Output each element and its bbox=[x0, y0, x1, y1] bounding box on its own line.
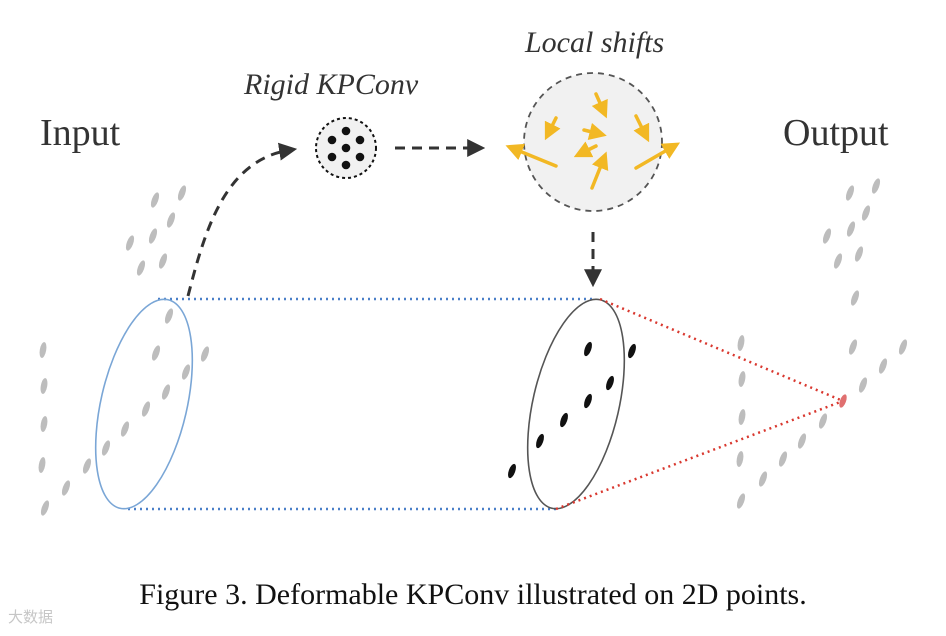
rigid-kpconv-label: Rigid KPConv bbox=[243, 68, 419, 101]
local-shifts-icon bbox=[505, 72, 681, 212]
output-label: Output bbox=[783, 112, 889, 154]
input-to-kernel-arrow bbox=[186, 142, 298, 297]
kernel-neighborhood-ellipse bbox=[526, 298, 626, 510]
cone-top-edge bbox=[599, 297, 844, 403]
rigid-kernel-icon bbox=[315, 117, 377, 179]
figure-caption: Figure 3. Deformable KPConv illustrated … bbox=[139, 578, 807, 611]
deformed-kernel-points bbox=[508, 341, 636, 479]
output-point bbox=[839, 394, 847, 408]
cone-bottom-edge bbox=[555, 399, 844, 511]
input-point-cloud bbox=[38, 185, 210, 516]
input-label: Input bbox=[40, 112, 121, 154]
input-neighborhood-ellipse bbox=[94, 298, 194, 510]
watermark: 大数据 bbox=[8, 608, 54, 626]
local-shifts-label: Local shifts bbox=[524, 26, 664, 59]
output-point-cloud bbox=[736, 178, 908, 509]
